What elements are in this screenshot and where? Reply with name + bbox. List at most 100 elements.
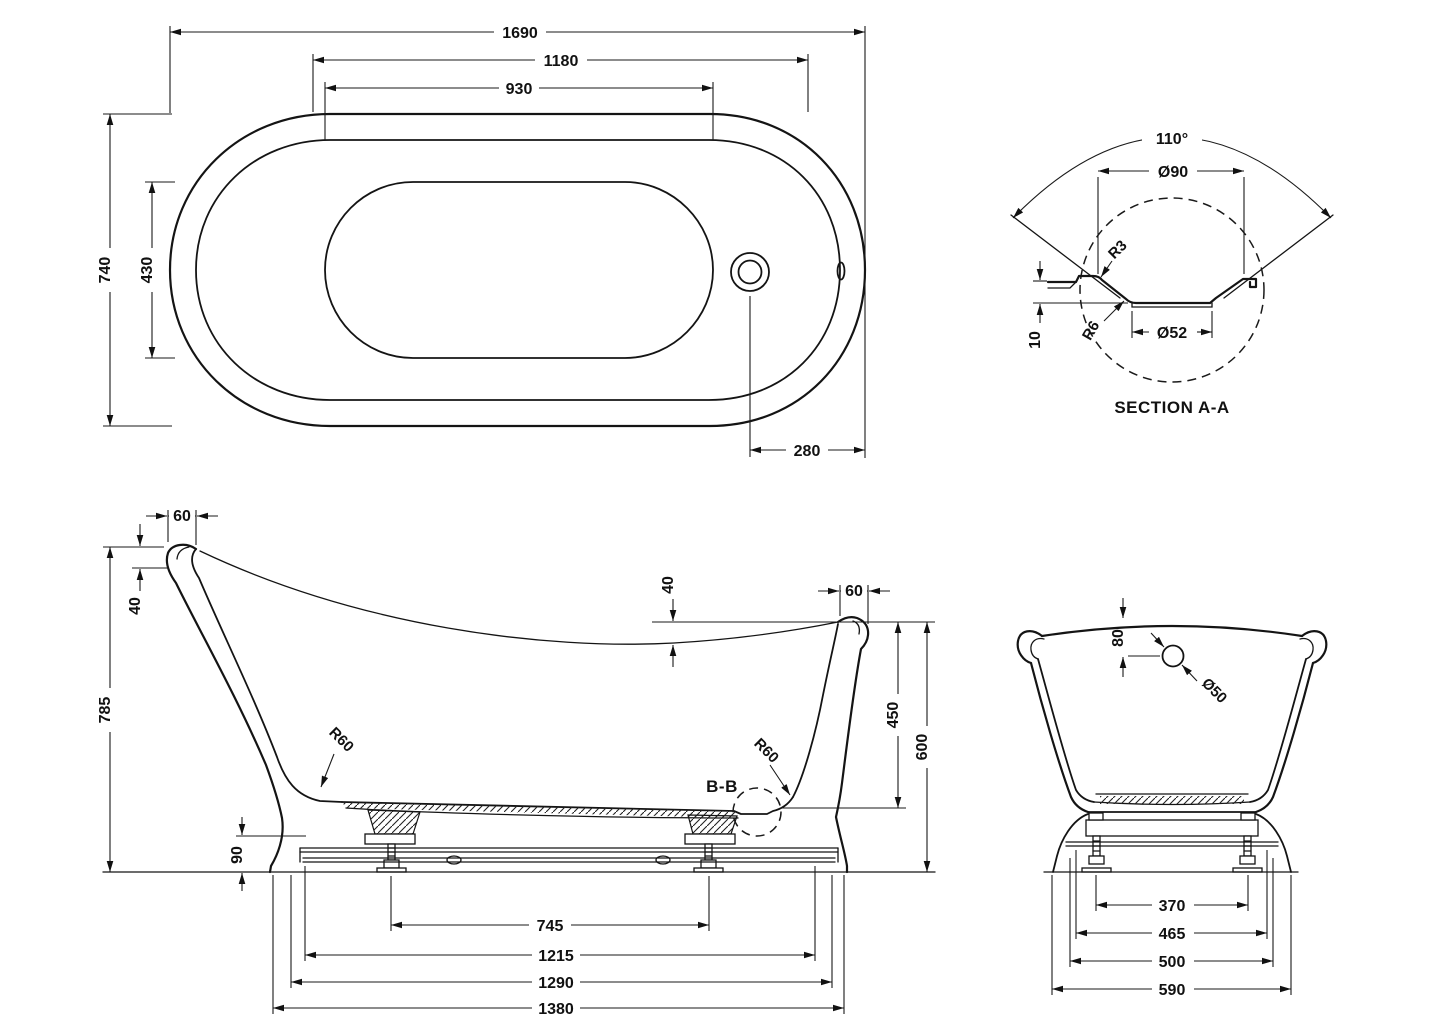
floor-hatch-band — [342, 802, 738, 818]
waste-drain-outer — [730, 252, 770, 292]
side-dim-rim-height-label: 600 — [914, 734, 931, 761]
end-left-wall-outer — [1029, 661, 1090, 814]
side-dim-rim-height: 600 — [914, 622, 931, 872]
section-dim-recess-diameter: Ø90 — [1097, 164, 1245, 274]
bolt-plate-right — [684, 833, 736, 845]
waste-drain-inner — [737, 259, 763, 285]
section-dim-recess-depth: 10 — [1027, 261, 1128, 349]
end-dim-feet-centres-label: 370 — [1159, 898, 1186, 915]
plan-dim-basin-width: 430 — [139, 181, 175, 359]
overflow-hole — [1161, 644, 1185, 668]
plan-dim-overall-length: 1690 — [169, 25, 866, 458]
rail-slot-right — [655, 855, 671, 865]
frame-rails — [299, 847, 839, 865]
section-aa-view: 110° Ø90 Ø52 10 — [1010, 128, 1334, 417]
side-dim-rim-width-label: 60 — [845, 583, 863, 600]
end-dim-overflow-drop-label: 80 — [1110, 629, 1127, 647]
plan-dim-basin-width-label: 430 — [139, 257, 156, 284]
end-right-wall-outer — [1254, 661, 1315, 814]
support-block-right — [687, 814, 738, 835]
section-dim-recess-depth-label: 10 — [1027, 331, 1044, 349]
side-dim-lip-width: 60 — [146, 507, 218, 545]
back-wall-outer — [165, 543, 284, 874]
side-dim-rim-dip: 40 — [652, 576, 935, 667]
side-dim-frame-length: 1215 — [304, 866, 816, 965]
side-elevation-view: B-B R60 R60 60 40 — [97, 507, 936, 1018]
waste-recess-underside — [1047, 281, 1077, 289]
section-radius-top: R3 — [1100, 237, 1131, 278]
end-dim-feet-centres: 370 — [1095, 875, 1249, 915]
side-dim-base-length: 1380 — [272, 875, 845, 1018]
plan-dim-overall-width-label: 740 — [97, 257, 114, 284]
waste-recess-profile — [1046, 274, 1258, 305]
section-title: SECTION A-A — [1114, 398, 1229, 417]
plan-dim-overall-length-label: 1690 — [502, 25, 538, 42]
section-dim-recess-diameter-label: Ø90 — [1158, 164, 1188, 181]
plan-dim-deck-length: 1180 — [312, 53, 809, 112]
side-radius-back-label: R60 — [325, 724, 356, 755]
section-radius-bottom: R6 — [1079, 300, 1125, 343]
plan-dim-overall-width: 740 — [97, 113, 172, 427]
overflow-slot — [836, 261, 846, 281]
end-right-wall-inner — [1249, 658, 1307, 803]
back-wall-inner — [191, 548, 343, 803]
end-left-curl-inner — [1030, 637, 1045, 660]
section-cone-angle-label: 110° — [1156, 131, 1188, 148]
end-elevation-view: Ø50 80 370 465 500 — [1016, 598, 1328, 999]
section-detail-circle — [1079, 197, 1265, 383]
side-dim-overall-height-label: 785 — [97, 697, 114, 724]
end-dim-skirt-width-label: 500 — [1159, 954, 1186, 971]
detail-bb-label: B-B — [706, 777, 738, 796]
end-dim-overflow-diameter: Ø50 — [1150, 632, 1230, 707]
rail-slot-left — [446, 855, 462, 865]
end-dim-skirt-width: 500 — [1069, 858, 1274, 971]
end-dim-frame-width-label: 465 — [1159, 926, 1186, 943]
side-dim-skirt-length: 1290 — [290, 875, 833, 992]
back-lip-curl — [176, 546, 190, 560]
end-right-curl — [1300, 630, 1328, 665]
end-bolt-top-left — [1088, 812, 1104, 821]
side-radius-front: R60 — [750, 735, 791, 796]
plan-dim-basin-length-label: 930 — [506, 81, 533, 98]
tub-rim-inner-edge — [195, 139, 841, 401]
plan-dim-waste-offset: 280 — [749, 296, 865, 460]
support-block-left — [367, 809, 421, 835]
side-dim-internal-depth-label: 450 — [885, 702, 902, 729]
end-top-edge — [1040, 624, 1304, 638]
plan-dim-waste-offset-label: 280 — [794, 443, 821, 460]
front-lip-curl — [852, 620, 861, 635]
side-dim-lip-drop-label: 40 — [127, 597, 144, 615]
side-dim-feet-centres-label: 745 — [537, 918, 564, 935]
rim-sweep-curve — [199, 550, 839, 645]
front-wall-outer — [834, 616, 870, 874]
end-dim-base-width: 590 — [1051, 875, 1292, 999]
side-dim-frame-length-label: 1215 — [538, 948, 574, 965]
end-dim-overflow-diameter-label: Ø50 — [1198, 675, 1230, 707]
side-dim-overall-height: 785 — [97, 546, 132, 872]
end-skirt-left — [1052, 813, 1089, 873]
bolt-plate-left — [364, 833, 416, 845]
plan-dim-basin-length: 930 — [324, 81, 714, 140]
end-dim-base-width-label: 590 — [1159, 982, 1186, 999]
end-frame-plate — [1085, 819, 1259, 837]
side-dim-plinth-height: 90 — [229, 817, 306, 891]
plan-dim-deck-length-label: 1180 — [544, 53, 579, 70]
end-floor-hatch — [1100, 796, 1244, 804]
side-dim-internal-depth: 450 — [780, 622, 906, 809]
basin-bottom-edge — [324, 181, 714, 359]
side-dim-rim-dip-label: 40 — [660, 576, 677, 594]
basin-floor-line — [341, 796, 794, 815]
cone-line-left — [1010, 214, 1121, 299]
side-dim-base-length-label: 1380 — [538, 1001, 574, 1018]
end-dim-overflow-drop: 80 — [1110, 598, 1160, 677]
section-radius-top-label: R3 — [1105, 237, 1131, 263]
end-bolt-top-right — [1240, 812, 1256, 821]
side-dim-plinth-height-label: 90 — [229, 846, 246, 864]
side-dim-lip-drop: 40 — [127, 524, 168, 615]
side-dim-rim-width: 60 — [818, 582, 890, 624]
end-dim-frame-width: 465 — [1075, 850, 1268, 943]
section-dim-waste-diameter: Ø52 — [1131, 311, 1213, 342]
side-dim-lip-width-label: 60 — [173, 508, 191, 525]
